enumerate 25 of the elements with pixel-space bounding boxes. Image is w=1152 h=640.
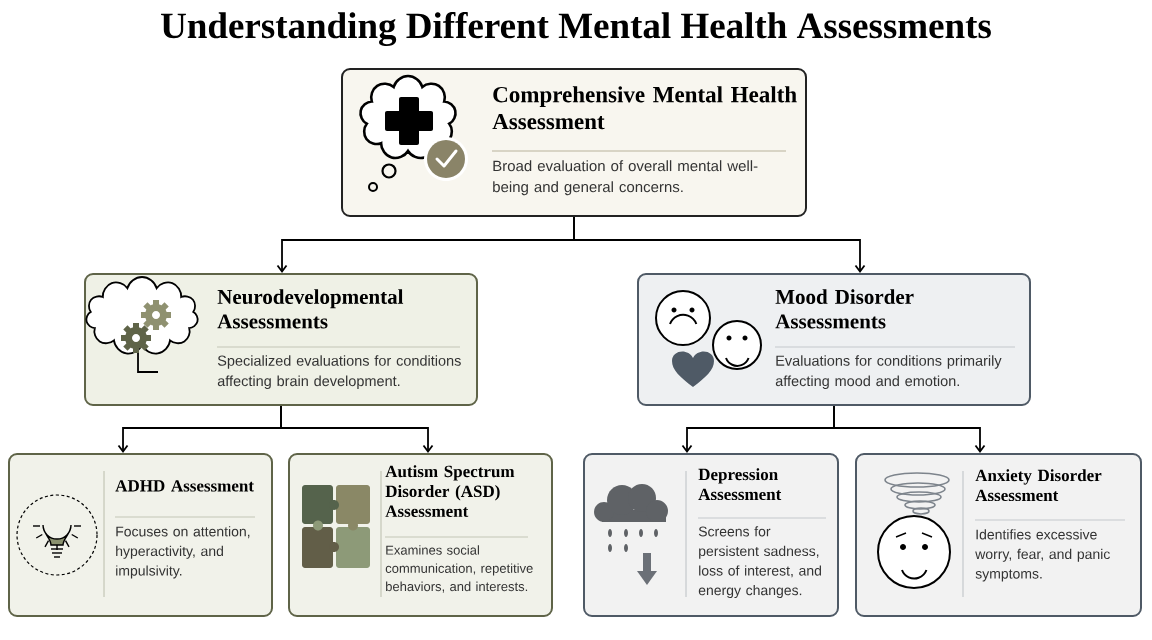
assessment-card [84, 273, 478, 406]
assessment-card [288, 453, 553, 617]
card-heading: Neurodevelopmental Assessments [217, 289, 404, 329]
card-description: Evaluations for conditions primarily affecting mood and emotion. [775, 355, 1002, 389]
assessment-card [583, 453, 839, 617]
arrow [280, 405, 434, 453]
assessment-card [8, 453, 273, 617]
assessment-card [637, 273, 1031, 406]
assessment-card [855, 453, 1142, 617]
card-heading: Mood Disorder Assessments [775, 289, 914, 329]
card-heading: Comprehensive Mental Health Assessment [492, 86, 797, 130]
card-description: Broad evaluation of overall mental well-being and general concerns. [493, 160, 758, 196]
card-heading: Depression Assessment [698, 468, 782, 501]
card-description: Screens for persistent sadness, loss of interest, and energy changes. [698, 526, 821, 598]
card-heading: Autism Spectrum Disorder (ASD) Assessment [385, 465, 515, 517]
title: Understanding Different Mental Health Assessments [161, 11, 991, 47]
card-heading: ADHD Assessment [115, 480, 254, 492]
card-description: Focuses on attention, hyperactivity, and impulsivity. [116, 526, 250, 579]
arrow [573, 216, 866, 273]
assessment-card [341, 68, 807, 217]
card-description: Specialized evaluations for conditions affecting brain development. [217, 355, 461, 389]
card-description: Examines social communication, repetitive behaviors, and interests. [385, 545, 533, 593]
arrow [833, 405, 986, 453]
card-heading: Anxiety Disorder Assessment [975, 469, 1102, 502]
card-description: Identifies excessive worry, fear, and panic symptoms. [975, 529, 1110, 582]
